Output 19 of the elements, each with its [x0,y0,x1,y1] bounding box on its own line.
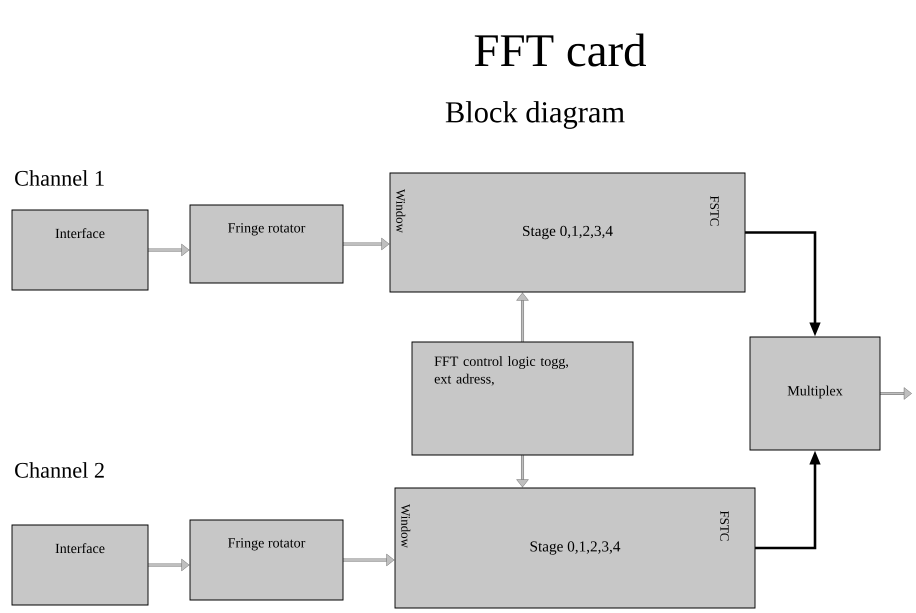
title: FFT card [474,34,646,66]
arrow [880,387,912,400]
process-box: Interface [12,210,148,290]
control-logic-box: FFT control logic togg, ext adress, [412,342,634,456]
subtitle: Block diagram [446,101,625,129]
arrow [343,554,394,566]
channel-label: Channel 1 [15,170,104,186]
process-box: Fringe rotator [190,204,344,284]
arrow [148,244,190,256]
arrow [148,558,190,572]
process-box: Fringe rotator [190,520,344,600]
stage-box: Window Stage 0,1,2,3,4 FSTC [390,172,746,292]
process-box: Interface [12,524,148,606]
arrow [343,238,390,250]
multiplexer-box: Multiplex [750,336,880,450]
channel-label: Channel 2 [15,462,104,478]
arrow [516,292,529,342]
stage-box: Window Stage 0,1,2,3,4 FSTC [394,488,756,608]
arrow [516,455,529,488]
